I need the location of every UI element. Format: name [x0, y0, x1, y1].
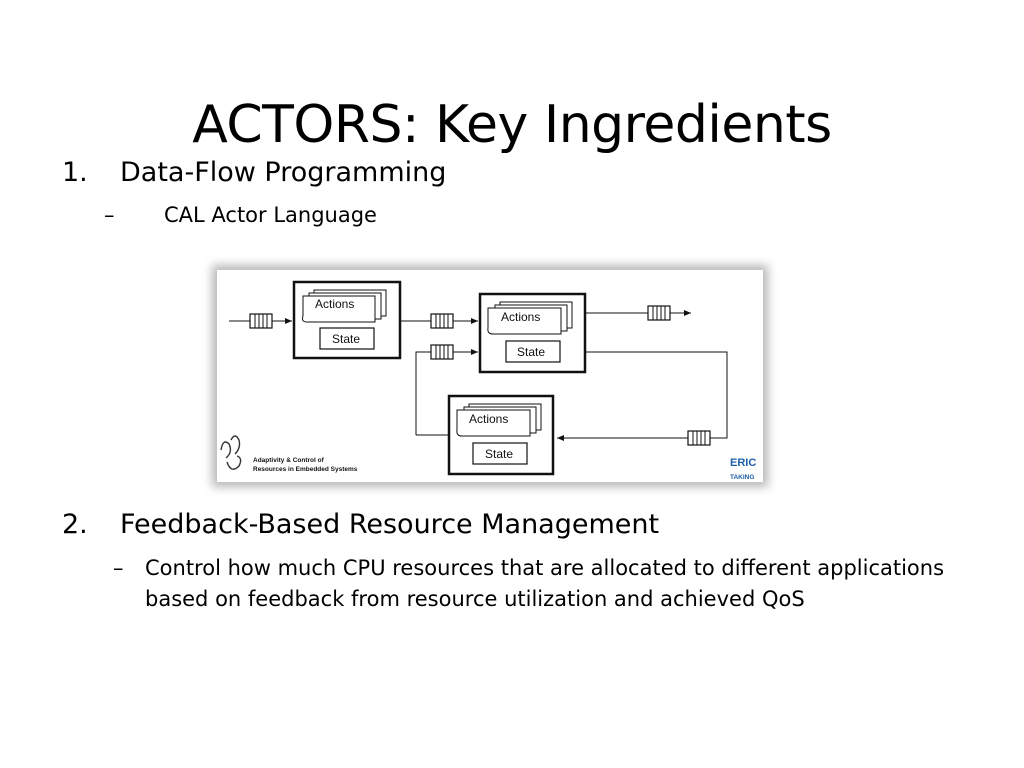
state-label: State: [517, 345, 545, 359]
actions-label: Actions: [501, 310, 540, 324]
list-item-label: Data-Flow Programming: [120, 157, 447, 188]
actor-b: Actions State: [478, 292, 587, 374]
list-item-label: Feedback-Based Resource Management: [120, 509, 660, 540]
brand-name: ERIC: [730, 457, 756, 469]
sub-bullet: –: [104, 203, 115, 227]
logo-text-line1: Adaptivity & Control of: [253, 457, 325, 464]
sub-list-item-text: Control how much CPU resources that are …: [145, 556, 945, 611]
sub-list-item-1: – CAL Actor Language: [104, 200, 804, 231]
list-item-number: 1.: [62, 157, 88, 188]
sub-list-item-text: CAL Actor Language: [164, 203, 377, 227]
project-logo: Adaptivity & Control of Resources in Emb…: [220, 435, 358, 473]
slide-title: ACTORS: Key Ingredients: [192, 94, 832, 155]
sub-bullet: –: [113, 556, 124, 580]
sub-list-item-2: – Control how much CPU resources that ar…: [113, 553, 973, 649]
state-label: State: [332, 332, 360, 346]
logo-text-line2: Resources in Embedded Systems: [253, 466, 358, 473]
list-item-number: 2.: [62, 509, 88, 540]
channels: [229, 310, 728, 441]
dataflow-diagram: Actions State Actions State Actions Stat…: [217, 270, 763, 482]
actor-c: Actions State: [447, 394, 555, 476]
dataflow-diagram-svg: Actions State Actions State Actions Stat…: [220, 280, 756, 481]
brand-tagline: TAKING: [730, 474, 754, 481]
list-item-2: 2. Feedback-Based Resource Management: [62, 509, 862, 545]
actor-a: Actions State: [292, 280, 402, 360]
actions-label: Actions: [315, 297, 354, 311]
state-label: State: [485, 447, 513, 461]
actions-label: Actions: [469, 412, 508, 426]
brand-logo: ERIC TAKING: [730, 457, 756, 481]
list-item-1: 1. Data-Flow Programming: [62, 157, 762, 193]
